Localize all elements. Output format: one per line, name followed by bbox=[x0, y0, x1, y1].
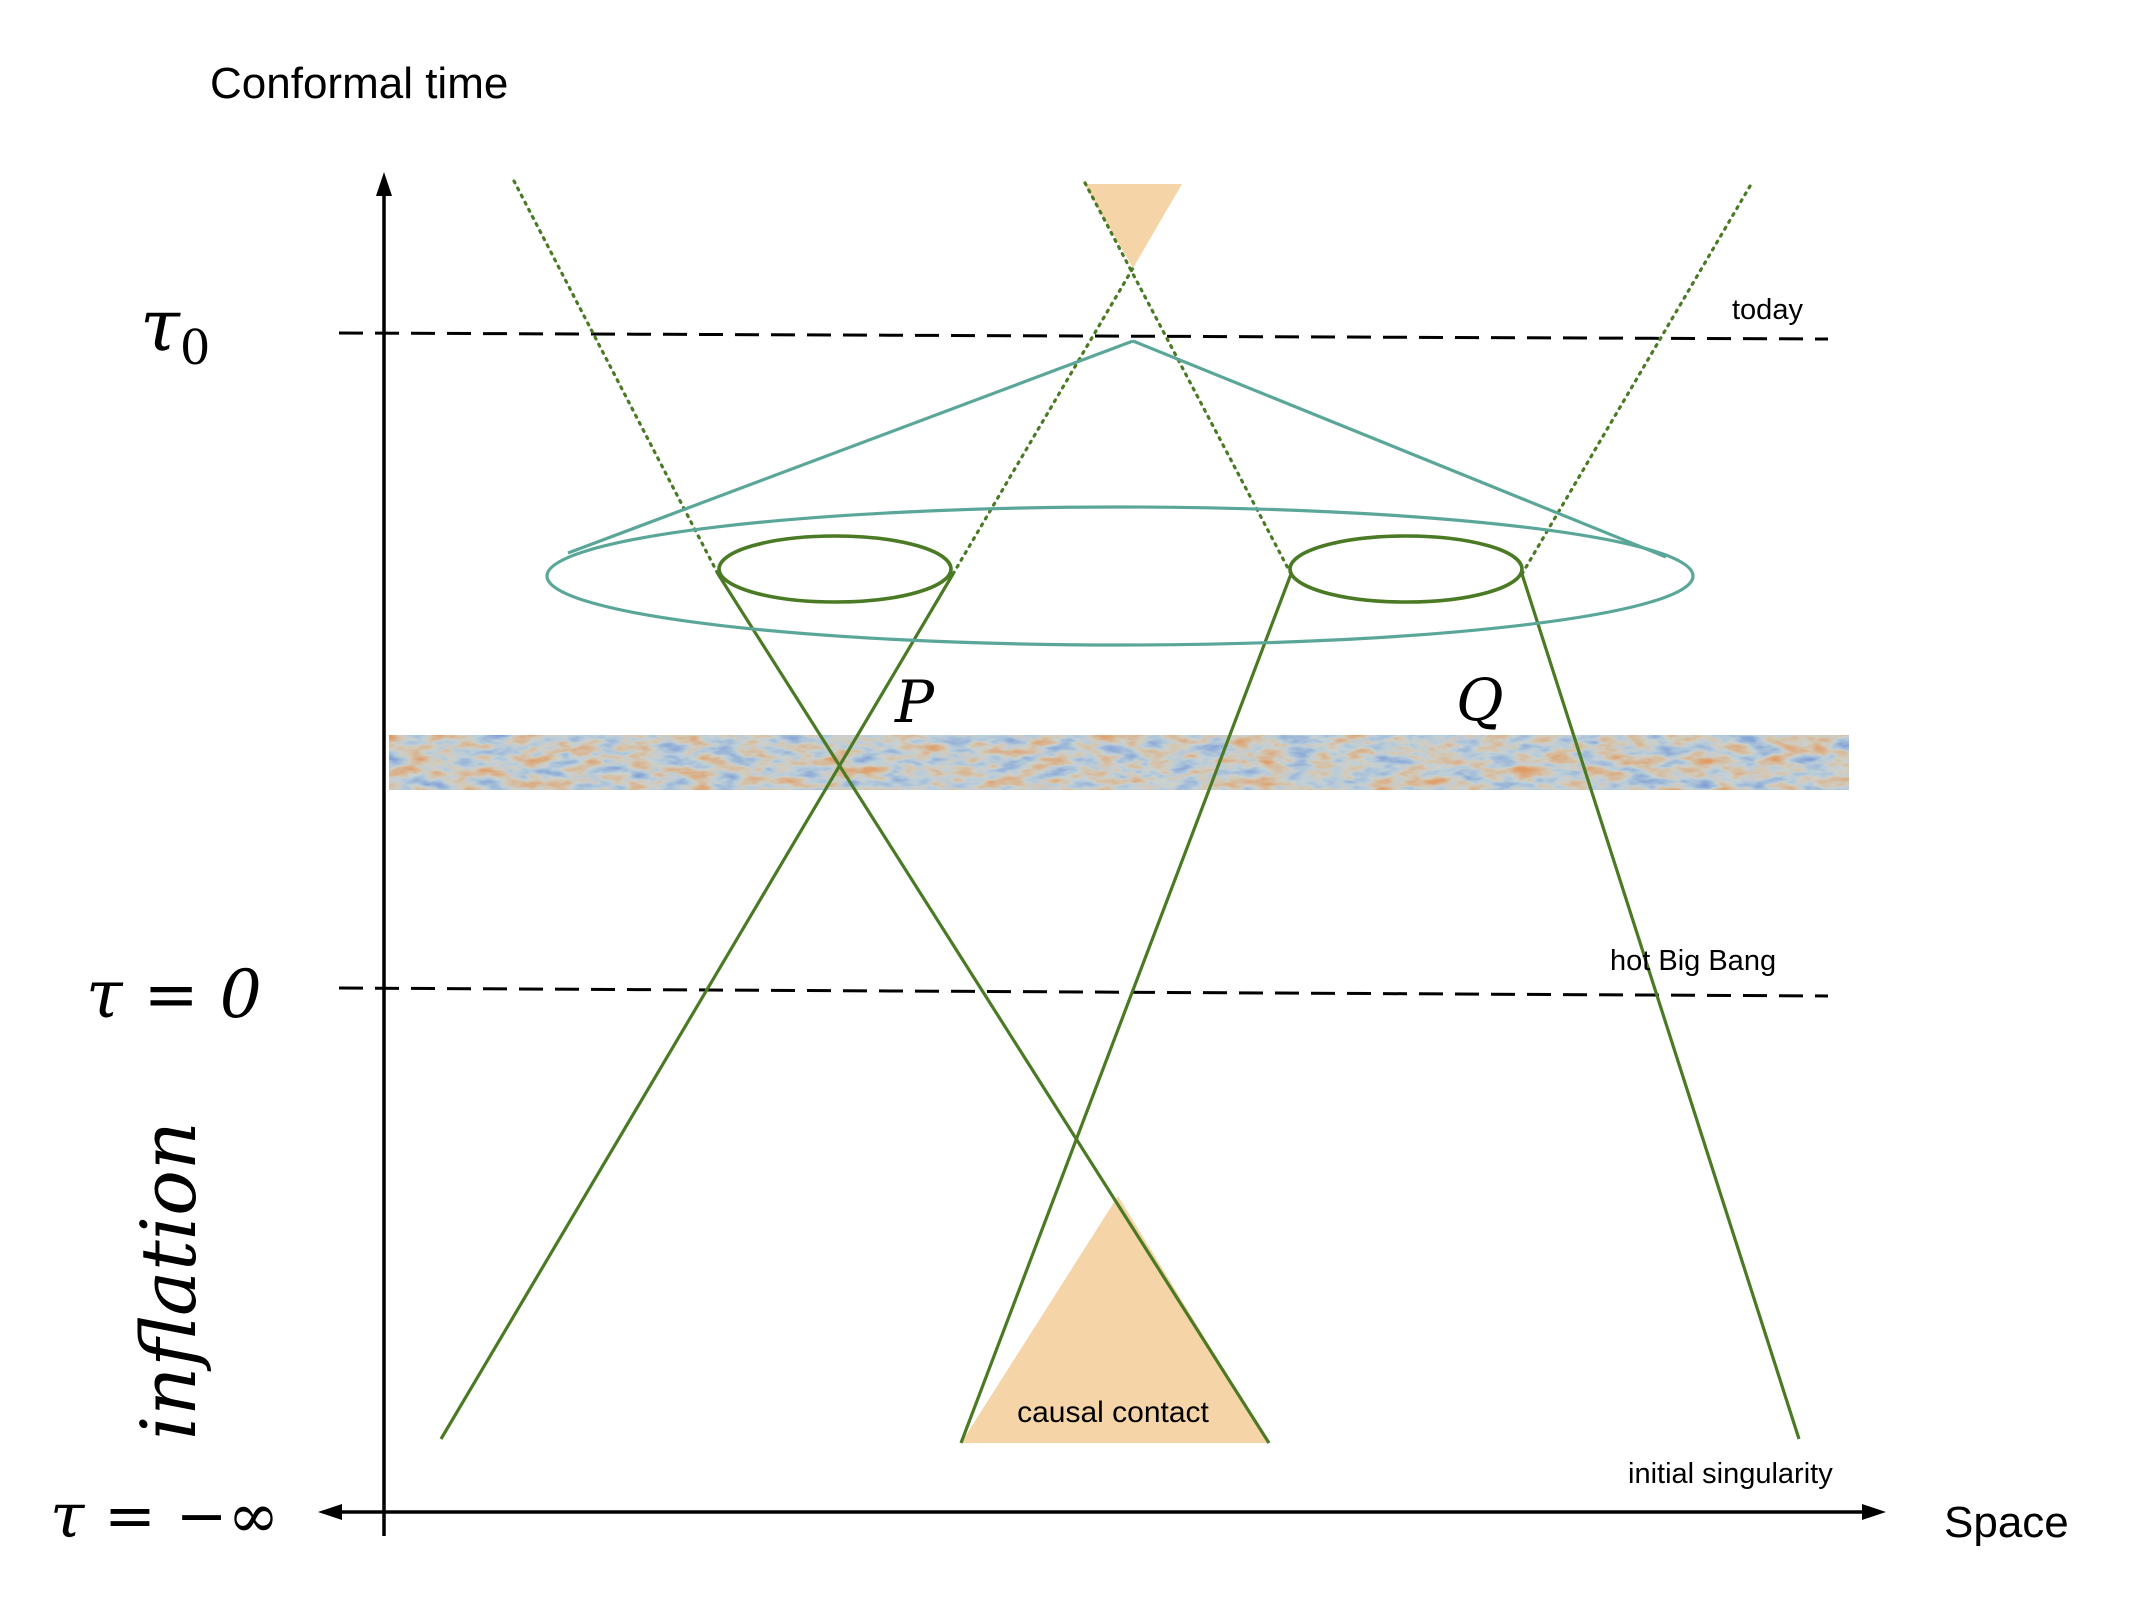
time-axis-arrow-icon bbox=[376, 172, 392, 196]
cone-q-right bbox=[1520, 573, 1801, 1440]
horizon-p bbox=[717, 534, 953, 604]
horizon-q bbox=[1288, 534, 1524, 604]
tau0-subscript: 0 bbox=[180, 320, 211, 376]
space-axis-arrow-right-icon bbox=[1862, 1504, 1886, 1520]
cmb-band bbox=[389, 735, 1849, 790]
dotted-q-right bbox=[1520, 179, 1755, 576]
last-scattering-circle bbox=[545, 505, 1695, 647]
tau0-label: τ0 bbox=[140, 283, 210, 376]
cone-q-left bbox=[959, 573, 1293, 1444]
tau-neg-inf-label: τ = −∞ bbox=[50, 1479, 279, 1552]
horizon-ellipses bbox=[717, 534, 1524, 604]
point-q-label: Q bbox=[1456, 666, 1504, 734]
causal-contact-region bbox=[961, 1196, 1269, 1443]
dotted-p-left bbox=[512, 179, 720, 576]
future-overlap-region bbox=[1084, 184, 1182, 268]
axes bbox=[330, 188, 1868, 1536]
space-axis-arrow-left-icon bbox=[318, 1504, 342, 1520]
observer-right bbox=[1132, 339, 1667, 559]
cone-rays bbox=[1291, 574, 1800, 1439]
causal-contact-label: causal contact bbox=[1017, 1396, 1209, 1429]
x-axis-label: Space bbox=[1944, 1498, 2069, 1547]
cone-p-right bbox=[439, 573, 955, 1440]
tau0-symbol: τ bbox=[140, 283, 181, 367]
point-p-label: P bbox=[894, 668, 935, 736]
initial-singularity-label: initial singularity bbox=[1628, 1458, 1833, 1490]
hot-big-bang-line bbox=[338, 986, 1829, 998]
hot-big-bang-label: hot Big Bang bbox=[1610, 945, 1776, 977]
observer-cone bbox=[545, 339, 1695, 647]
dotted-q-left bbox=[1082, 179, 1293, 576]
observer-left bbox=[567, 339, 1134, 555]
inflation-label: inflation bbox=[124, 1121, 213, 1440]
past-light-cones bbox=[439, 573, 1801, 1444]
cone-p-left bbox=[716, 573, 1271, 1444]
dotted-p-right bbox=[951, 266, 1135, 576]
cmb-texture bbox=[389, 735, 1849, 790]
ray-q-left bbox=[1291, 574, 1800, 1439]
y-axis-label: Conformal time bbox=[210, 59, 508, 108]
today-label: today bbox=[1732, 294, 1803, 326]
tau-zero-label: τ = 0 bbox=[86, 956, 262, 1033]
today-line bbox=[338, 331, 1829, 341]
